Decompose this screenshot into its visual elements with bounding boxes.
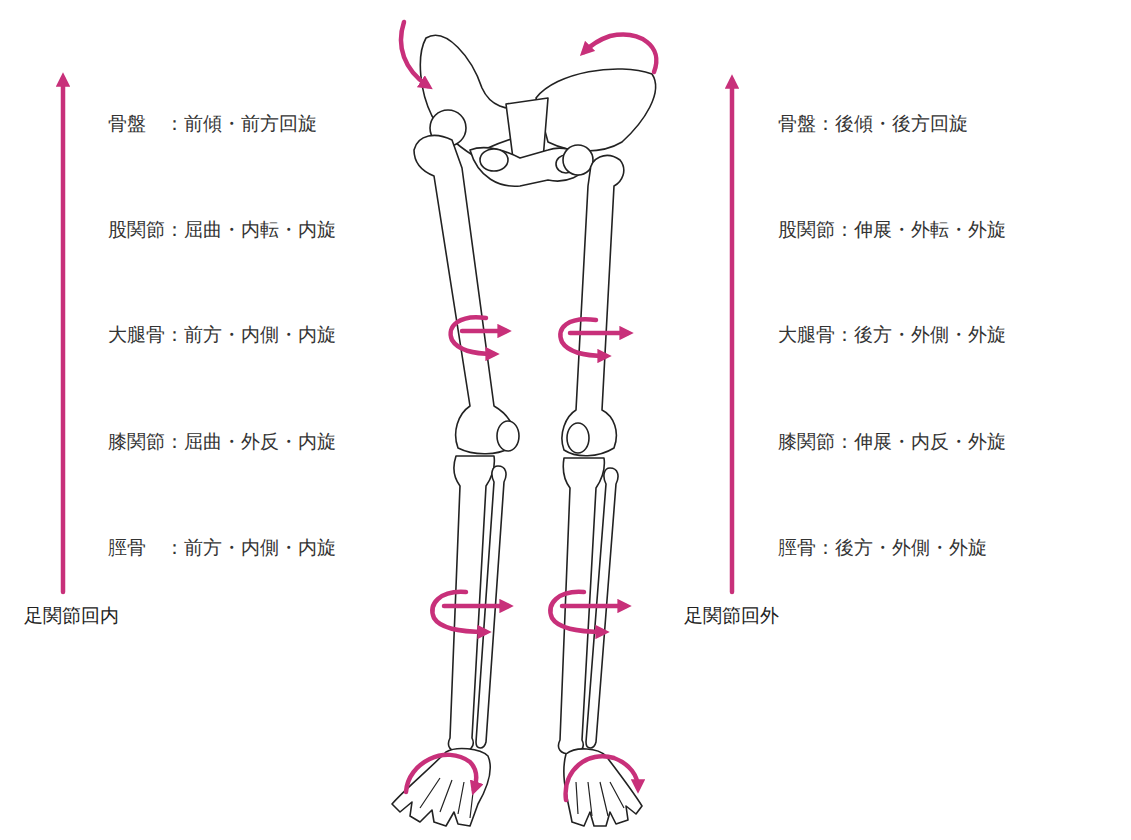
motion-label: 膝関節：屈曲・外反・内旋 [108, 430, 336, 453]
rotation-arrow [550, 592, 604, 632]
chain-arrow [61, 78, 66, 592]
foot [564, 749, 642, 826]
motion-label: 大腿骨：前方・内側・内旋 [108, 323, 336, 346]
motion-label: 股関節：屈曲・内転・内旋 [108, 218, 336, 241]
ankle-label: 足関節回内 [24, 604, 119, 627]
foot [392, 749, 642, 826]
patella [497, 421, 519, 451]
metatarsal [420, 778, 474, 818]
chain-arrow [63, 78, 732, 592]
motion-label: 股関節：伸展・外転・外旋 [778, 218, 1006, 241]
foot [392, 749, 490, 826]
motion-label: 脛骨：後方・外側・外旋 [778, 536, 987, 559]
femur [562, 156, 624, 456]
femur [414, 135, 519, 453]
chain-arrow [730, 80, 735, 592]
motion-label: 骨盤：後傾・後方回旋 [778, 112, 968, 135]
femur [414, 135, 515, 453]
rotation-arrow [462, 329, 506, 334]
ilium [536, 69, 656, 151]
motion-label: 大腿骨：後方・外側・外旋 [778, 323, 1006, 346]
rotation-arrow [584, 35, 656, 72]
rotation-arrow [451, 317, 494, 354]
motion-label: 骨盤 ：前傾・前方回旋 [108, 112, 317, 135]
metatarsal [576, 782, 624, 816]
rotation-arrow [401, 22, 656, 800]
rotation-arrow [401, 22, 428, 86]
motion-label: 脛骨 ：前方・内側・内旋 [108, 536, 336, 559]
rotation-arrow [406, 755, 476, 792]
rotation-arrow [570, 331, 628, 336]
patella [567, 423, 589, 453]
rotation-arrow [444, 604, 508, 609]
rotation-arrow [432, 592, 486, 632]
obturator [480, 149, 508, 171]
motion-label: 膝関節：伸展・内反・外旋 [778, 430, 1006, 453]
rotation-arrow [566, 756, 638, 800]
rotation-arrow [560, 319, 606, 356]
femoral-head [563, 145, 593, 175]
rotation-arrow [562, 604, 626, 609]
ankle-label: 足関節回外 [684, 604, 779, 627]
femur [562, 156, 624, 456]
